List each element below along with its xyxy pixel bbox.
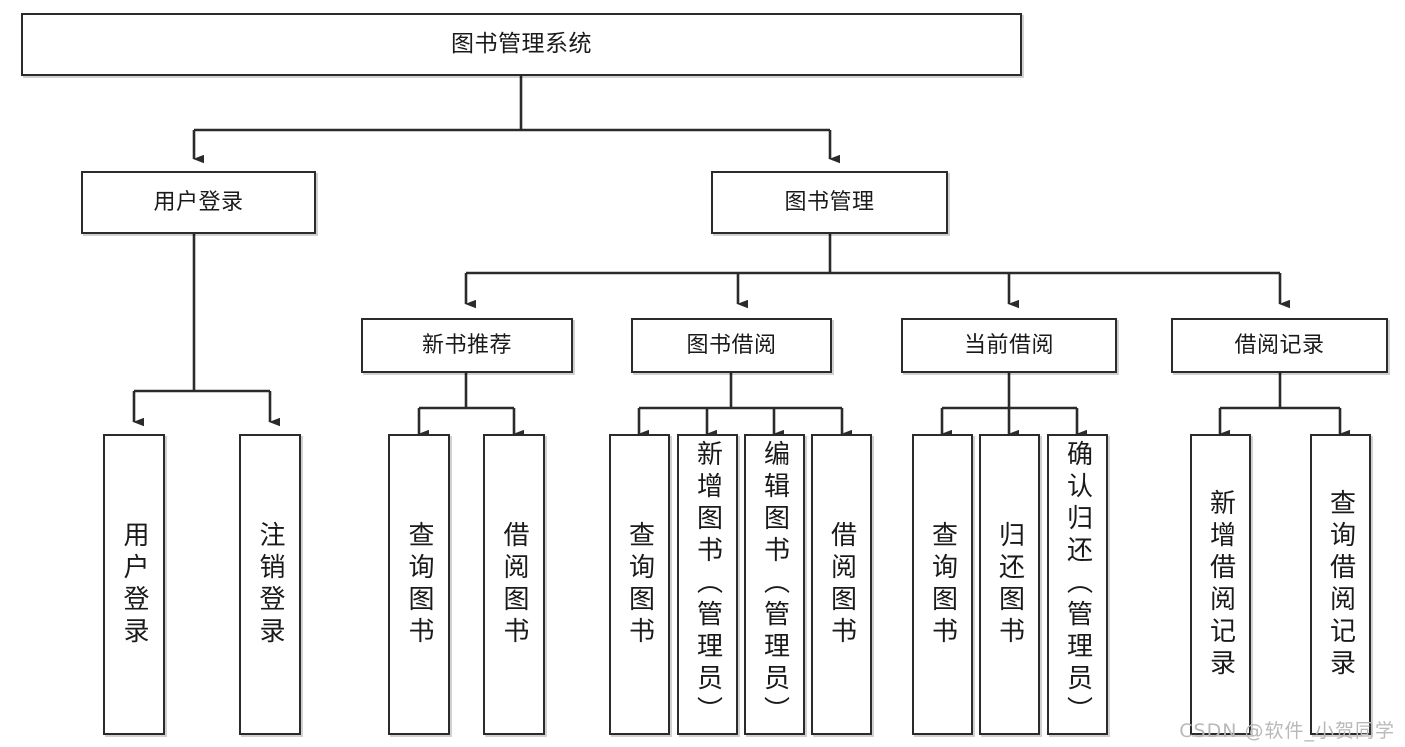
node-label: 查询图书	[927, 520, 958, 649]
leaf-new-book-borrow-book[interactable]: 借阅图书	[483, 434, 545, 735]
node-user-login[interactable]: 用户登录	[81, 171, 316, 234]
node-label: 确认归还（管理员）	[1062, 440, 1093, 728]
leaf-book-borrow-edit-book[interactable]: 编辑图书（管理员）	[744, 434, 805, 735]
node-current-borrow[interactable]: 当前借阅	[901, 318, 1117, 373]
node-label: 编辑图书（管理员）	[759, 440, 790, 728]
node-label: 当前借阅	[963, 332, 1054, 358]
node-book-management[interactable]: 图书管理	[711, 171, 948, 234]
leaf-book-borrow-borrow-book[interactable]: 借阅图书	[811, 434, 872, 735]
node-label: 借阅记录	[1234, 332, 1325, 358]
node-label: 用户登录	[119, 520, 149, 649]
leaf-user-login-login[interactable]: 用户登录	[103, 434, 165, 735]
node-label: 归还图书	[994, 520, 1025, 649]
leaf-current-borrow-confirm-return[interactable]: 确认归还（管理员）	[1047, 434, 1108, 735]
node-label: 查询图书	[404, 520, 434, 649]
leaf-book-borrow-add-book[interactable]: 新增图书（管理员）	[677, 434, 738, 735]
node-label: 图书管理系统	[451, 30, 592, 57]
node-label: 借阅图书	[826, 520, 857, 649]
node-label: 图书管理	[784, 189, 875, 215]
node-label: 查询借阅记录	[1325, 488, 1356, 681]
node-new-book-recommend[interactable]: 新书推荐	[361, 318, 573, 373]
leaf-borrow-record-query-record[interactable]: 查询借阅记录	[1310, 434, 1371, 735]
node-label: 新增借阅记录	[1205, 488, 1236, 681]
node-book-borrow[interactable]: 图书借阅	[631, 318, 832, 373]
node-root-system[interactable]: 图书管理系统	[21, 13, 1022, 76]
leaf-borrow-record-add-record[interactable]: 新增借阅记录	[1190, 434, 1251, 735]
node-label: 新增图书（管理员）	[692, 440, 723, 728]
node-label: 借阅图书	[499, 520, 529, 649]
node-label: 用户登录	[153, 189, 244, 215]
node-label: 图书借阅	[686, 332, 777, 358]
leaf-user-login-logout[interactable]: 注销登录	[239, 434, 301, 735]
leaf-current-borrow-return-book[interactable]: 归还图书	[979, 434, 1040, 735]
leaf-current-borrow-query-book[interactable]: 查询图书	[912, 434, 973, 735]
leaf-new-book-query-book[interactable]: 查询图书	[388, 434, 450, 735]
leaf-book-borrow-query-book[interactable]: 查询图书	[609, 434, 670, 735]
node-label: 查询图书	[624, 520, 655, 649]
node-borrow-record[interactable]: 借阅记录	[1171, 318, 1388, 373]
node-label: 注销登录	[255, 520, 285, 649]
node-label: 新书推荐	[421, 332, 512, 358]
